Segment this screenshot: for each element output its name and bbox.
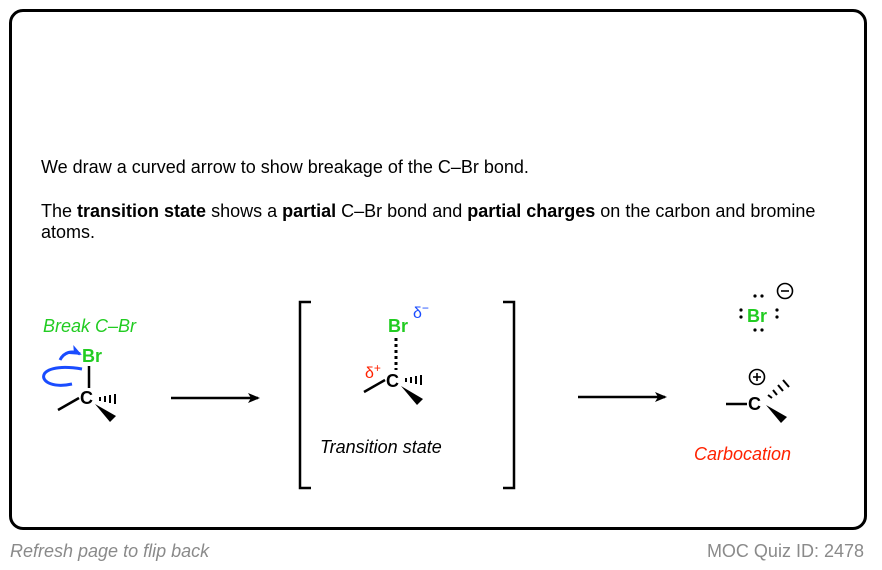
refresh-hint: Refresh page to flip back [10,541,210,561]
ts-methyl-bond [363,378,386,394]
left-c-atom: C [80,388,93,408]
intro-line-1: We draw a curved arrow to show breakage … [41,157,529,177]
ts-wedge-bond [401,386,423,405]
left-bracket [298,300,311,490]
quiz-id: MOC Quiz ID: 2478 [706,541,864,561]
quiz-card[interactable] [9,9,867,530]
positive-charge-icon [748,368,766,386]
left-wedge-bond [95,404,116,422]
ts-hash-bond [405,375,422,385]
ts-br-atom: Br [388,316,408,336]
carbocation-hash-bond [767,379,790,399]
delta-minus-label: δ− [413,301,429,322]
carbocation-c-atom: C [748,394,761,414]
break-c-br-label: Break C–Br [43,316,137,336]
intro-line-2: The transition state shows a partial C–B… [41,201,816,242]
left-methyl-bond [57,396,80,412]
negative-charge-icon [776,282,794,300]
left-hash-bond [99,394,116,404]
right-bracket [503,300,516,490]
bromide-lone-pairs [739,294,779,332]
transition-state-label: Transition state [320,437,442,457]
carbocation-label: Carbocation [694,444,791,464]
left-br-atom: Br [82,346,102,366]
delta-plus-label: δ+ [365,361,381,382]
curved-arrow-icon [42,366,83,387]
bromide-atom: Br [747,306,767,326]
carbocation-wedge-bond [766,405,787,423]
curved-arrow-head-icon [58,345,82,361]
ts-c-atom: C [386,371,399,391]
